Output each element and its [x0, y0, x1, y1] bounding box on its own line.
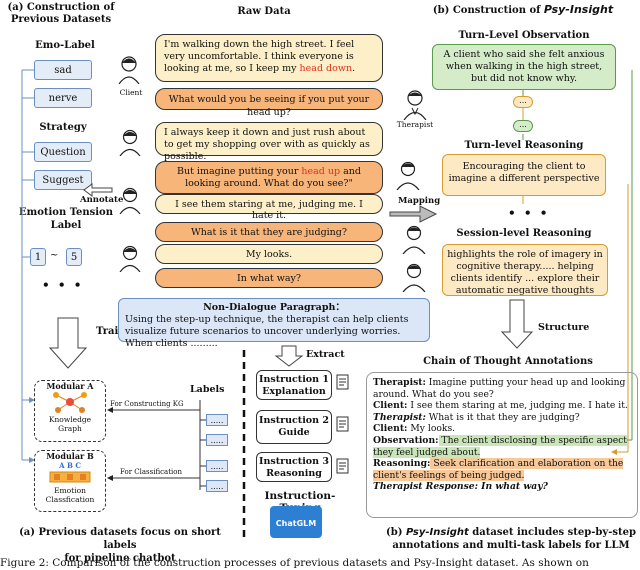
turn-reasoning-box: Encouraging the client to imagine a diff… — [442, 154, 606, 196]
cot-title: Chain of Thought Annotations — [423, 356, 593, 367]
for-kg-label: For Constructing KG — [110, 400, 184, 408]
right-header-brand: Psy-Insight — [543, 3, 614, 16]
emotion-classification-label: Emotion Classfication — [45, 486, 95, 504]
extract-label: Extract — [306, 349, 345, 360]
ellipsis-box-green: ... — [513, 120, 533, 132]
dialogue-bubble-client: I see them staring at me, judging me. I … — [155, 194, 383, 221]
client-role-label: Client — [119, 88, 143, 97]
session-reasoning-title: Session-level Reasoning — [456, 228, 592, 239]
modular-b-title: Modular B — [46, 451, 94, 461]
right-header-prefix: (b) Construction of — [432, 5, 541, 16]
knowledge-graph-label: Knowledge Graph — [48, 415, 92, 433]
dialogue-bubble-therapist: What is it that they are judging? — [155, 222, 383, 242]
strategy-item: Suggest — [34, 170, 92, 190]
caption-right: (b) Psy-Insight dataset includes step-by… — [386, 527, 636, 551]
left-more-dots: • • • — [42, 278, 84, 292]
document-icon — [336, 374, 349, 390]
cot-line: Therapist Response: In what way? — [373, 481, 548, 493]
therapist-avatar-icon — [403, 90, 427, 120]
chatglm-logo: ChatGLM — [270, 506, 322, 538]
client-avatar-icon — [118, 56, 140, 84]
therapist-role-label: Therapist — [396, 120, 434, 129]
cot-line: Reasoning: Seek clarification and elabor… — [373, 458, 624, 481]
for-classification-label: For Classification — [120, 468, 182, 476]
non-dialogue-paragraph: Non-Dialogue Paragraph： Using the step-u… — [118, 298, 430, 349]
dialogue-bubble-client: I always keep it down and just rush abou… — [155, 122, 383, 162]
annotate-label: Annotate — [80, 195, 124, 205]
train-label: Train — [96, 326, 126, 337]
therapist-avatar-icon — [402, 263, 426, 292]
dialogue-bubble-therapist: But imagine putting your head up and loo… — [155, 161, 383, 194]
right-section-header: (b) Construction of Psy-Insight — [428, 4, 618, 17]
tension-tilde: ~ — [50, 250, 59, 261]
label-slot: ..... — [206, 480, 228, 492]
tension-from: 1 — [30, 248, 46, 266]
document-icon — [336, 458, 349, 474]
emo-label-item: sad — [34, 60, 92, 80]
caption-left: (a) Previous datasets focus on short lab… — [19, 527, 221, 564]
emo-label-title: Emo-Label — [35, 40, 95, 51]
modular-a-box: Modular A Knowledge Graph — [34, 380, 106, 442]
client-avatar-icon — [119, 187, 141, 214]
cot-line: Client: I see them staring at me, judgin… — [373, 400, 628, 412]
turn-observation-box: A client who said she felt anxious when … — [432, 44, 616, 90]
strategy-title: Strategy — [39, 122, 87, 133]
emotion-classification-icon — [49, 471, 91, 483]
labels-title: Labels — [190, 384, 225, 395]
structure-label: Structure — [538, 322, 590, 333]
label-slot: ..... — [206, 460, 228, 472]
strategy-item: Question — [34, 142, 92, 162]
tension-to: 5 — [66, 248, 82, 266]
dialogue-bubble-client: I'm walking down the high street. I feel… — [155, 34, 383, 82]
figure-caption: Figure 2: Comparison of the construction… — [0, 557, 589, 569]
cot-line: Therapist: Imagine putting your head up … — [373, 377, 626, 400]
session-reasoning-box: highlights the role of imagery in cognit… — [442, 244, 608, 296]
non-dialogue-title: Non-Dialogue Paragraph： — [203, 302, 345, 313]
cot-line: Therapist: What is it that they are judg… — [373, 411, 580, 423]
turn-reasoning-title: Turn-level Reasoning — [464, 140, 584, 151]
left-section-header: (a) Construction of Previous Datasets — [7, 2, 115, 25]
document-icon — [336, 416, 349, 432]
raw-data-header: Raw Data — [237, 6, 291, 17]
knowledge-graph-icon — [53, 392, 87, 413]
label-slot: ..... — [206, 434, 228, 446]
therapist-avatar-icon — [396, 161, 420, 190]
chatglm-logo-text: ChatGLM — [275, 519, 317, 528]
mapping-label: Mapping — [398, 196, 441, 206]
cot-line: Observation: The client disclosing the s… — [373, 434, 627, 458]
cot-annotation-box: Therapist: Imagine putting your head up … — [366, 372, 638, 518]
abc-label: A B C — [59, 461, 81, 470]
dialogue-bubble-therapist: What would you be seeing if you put your… — [155, 88, 383, 118]
turn-observation-title: Turn-Level Observation — [458, 30, 590, 41]
client-avatar-icon — [119, 245, 141, 272]
dialogue-bubble-therapist: In what way? — [155, 268, 383, 288]
dialogue-bubble-client: My looks. — [155, 244, 383, 264]
emotion-tension-title: Emotion Tension Label — [18, 207, 113, 231]
cot-line: Client: My looks. — [373, 423, 456, 435]
emo-label-item: nerve — [34, 88, 92, 108]
client-avatar-icon — [119, 129, 141, 156]
modular-b-box: Modular B A B C Emotion Classfication — [34, 450, 106, 512]
label-slot: ..... — [206, 414, 228, 426]
ellipsis-box-orange: ... — [513, 96, 533, 108]
right-more-dots: • • • — [508, 206, 550, 220]
modular-a-title: Modular A — [46, 381, 94, 391]
therapist-avatar-icon — [402, 225, 426, 254]
non-dialogue-text: Using the step-up technique, the therapi… — [125, 314, 409, 349]
